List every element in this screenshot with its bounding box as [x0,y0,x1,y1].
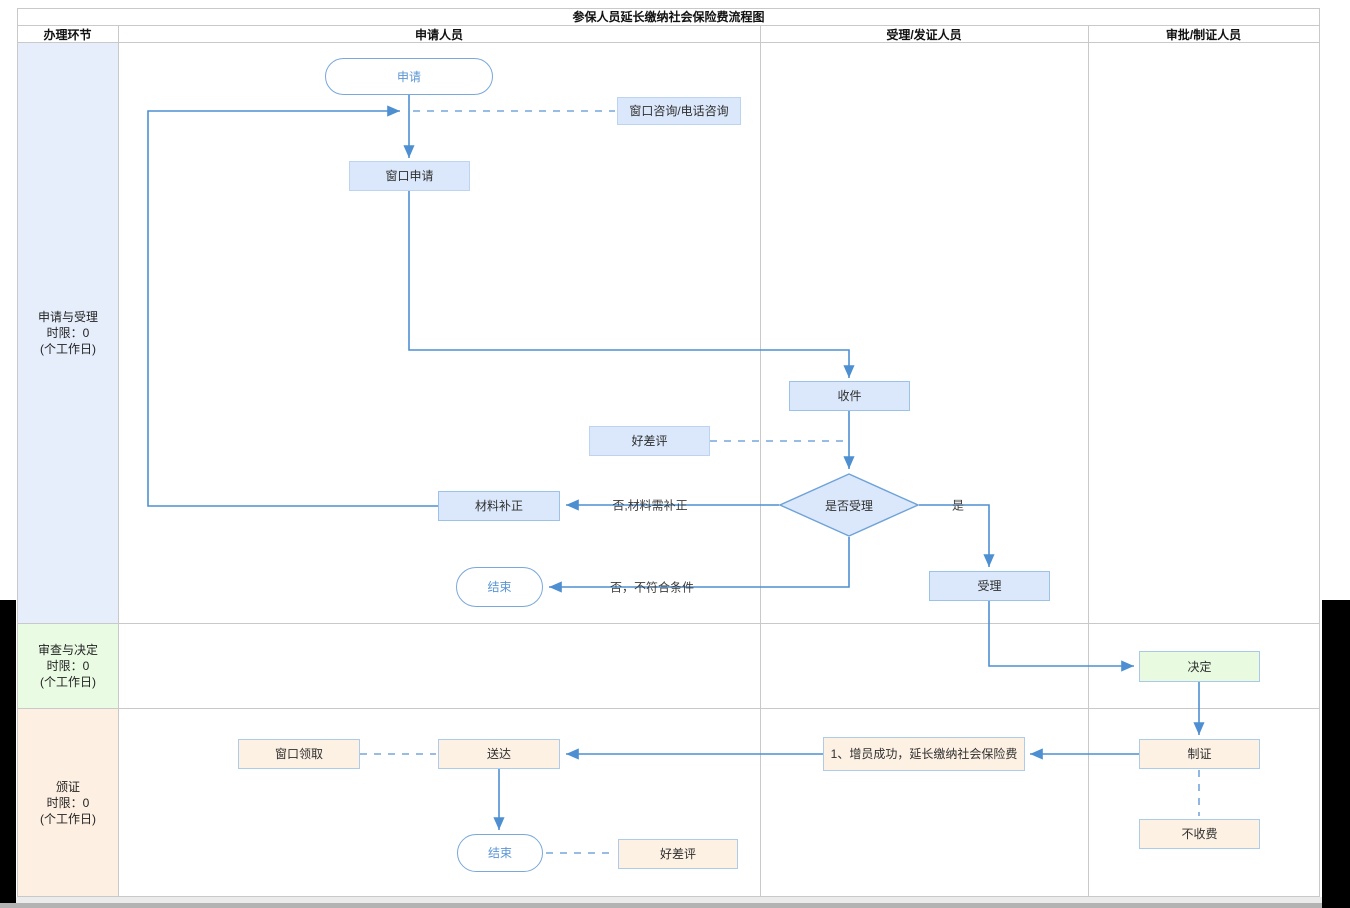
lane-label-review-decide: 审查与决定 时限：0 (个工作日) [18,624,119,708]
node-end-2[interactable]: 结束 [457,834,543,872]
node-material-fix[interactable]: 材料补正 [438,491,560,521]
lane3-unit: (个工作日) [40,811,96,826]
diamond-shape [778,473,920,537]
table-outer-border [17,8,1320,897]
node-start[interactable]: 申请 [325,58,493,95]
header-divider [17,42,1320,43]
node-window-apply[interactable]: 窗口申请 [349,161,470,191]
lane1-limit: 时限：0 [46,326,90,340]
node-rating-1[interactable]: 好差评 [589,426,710,456]
edge-label-yes: 是 [951,498,965,513]
node-end-1[interactable]: 结束 [456,567,543,607]
lane-label-issue-cert: 颁证 时限：0 (个工作日) [18,709,119,896]
node-decision-accept[interactable]: 是否受理 [778,473,920,537]
lane2-name: 审查与决定 [37,643,98,657]
lane3-limit: 时限：0 [46,795,90,810]
title-divider [17,25,1320,26]
node-make-cert[interactable]: 制证 [1139,739,1260,769]
column-header-applicant: 申请人员 [414,27,463,42]
column-header-acceptor: 受理/发证人员 [886,27,962,42]
edge-label-no-reject: 否，不符合条件 [609,580,695,595]
node-rating-2[interactable]: 好差评 [618,839,738,869]
column-divider-2 [760,25,761,896]
node-deliver[interactable]: 送达 [438,739,560,769]
node-window-consult[interactable]: 窗口咨询/电话咨询 [617,97,741,125]
lane2-unit: (个工作日) [40,675,96,689]
node-window-pickup[interactable]: 窗口领取 [238,739,360,769]
lane1-name: 申请与受理 [37,310,98,324]
lane2-limit: 时限：0 [46,659,90,673]
edge-label-no-fix: 否,材料需补正 [612,498,688,513]
lane1-unit: (个工作日) [40,342,96,356]
node-receive-doc[interactable]: 收件 [789,381,910,411]
node-decide[interactable]: 决定 [1139,651,1260,682]
decision-label: 是否受理 [824,498,873,513]
page-title: 参保人员延长缴纳社会保险费流程图 [572,10,765,24]
node-no-fee[interactable]: 不收费 [1139,819,1260,849]
lane3-name: 颁证 [55,779,80,794]
column-header-approver: 审批/制证人员 [1165,27,1242,42]
column-divider-3 [1088,25,1089,896]
bottom-edge-strip [0,903,1350,908]
node-result-note[interactable]: 1、增员成功，延长缴纳社会保险费 [823,737,1025,771]
lane-divider-2 [17,708,1320,709]
letterbox-right [1322,600,1350,908]
column-divider-1 [118,25,119,896]
bottom-scrollbar-track[interactable] [0,897,1350,903]
column-header-steps: 办理环节 [43,27,92,42]
lane-divider-1 [17,623,1320,624]
letterbox-left [0,600,16,903]
node-accept[interactable]: 受理 [929,571,1050,601]
